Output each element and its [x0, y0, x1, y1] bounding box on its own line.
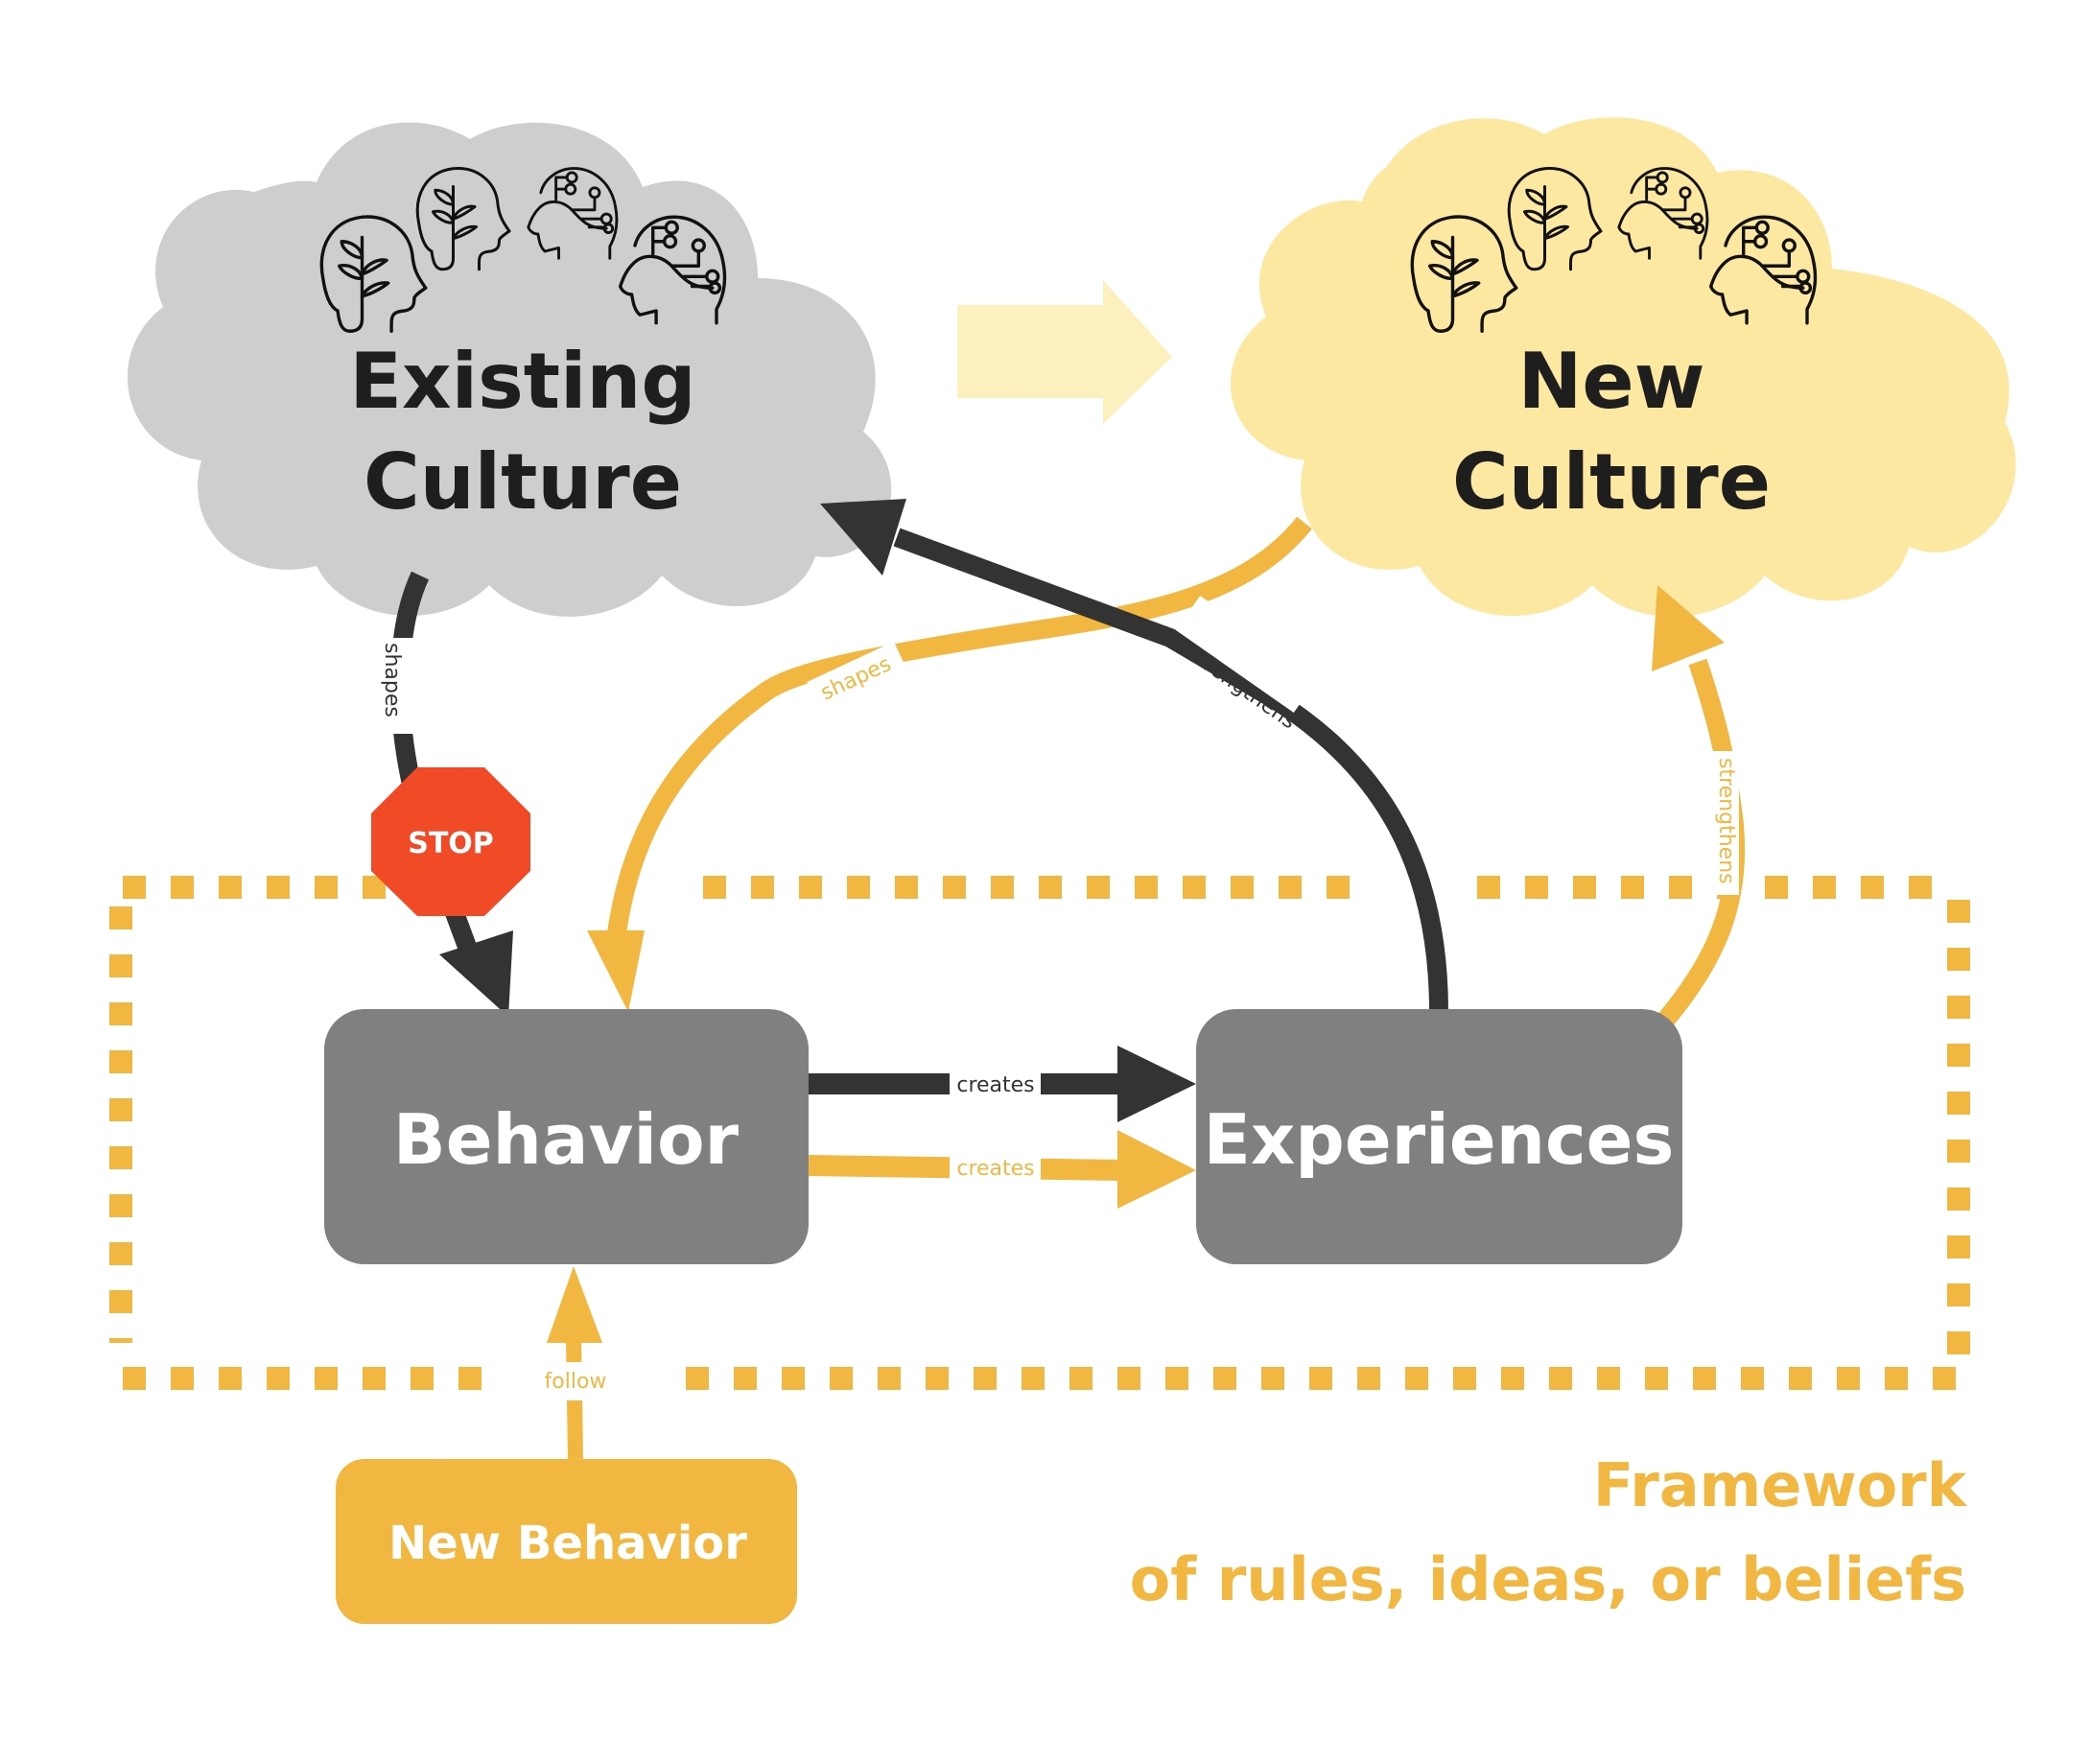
edge-experiences-strengthens-existing: strengthens	[820, 499, 1448, 1013]
new-culture-cloud: New Culture	[1230, 117, 2016, 617]
transition-arrow	[957, 280, 1172, 424]
edge-new-behavior-follow: follow	[537, 1266, 614, 1460]
new-culture-line1: New	[1517, 337, 1704, 426]
edge-label: strengthens	[1714, 758, 1738, 884]
framework-subtitle: of rules, ideas, or beliefs	[1130, 1544, 1966, 1614]
edge-label: follow	[545, 1370, 607, 1394]
behavior-box: Behavior	[324, 1009, 809, 1264]
stop-sign-label: STOP	[408, 827, 494, 860]
new-behavior-label: New Behavior	[388, 1517, 747, 1570]
framework-label: Framework of rules, ideas, or beliefs	[1130, 1450, 1968, 1614]
existing-culture-line1: Existing	[349, 337, 695, 426]
existing-culture-cloud: Existing Culture	[127, 122, 892, 617]
experiences-box: Experiences	[1196, 1009, 1682, 1264]
stop-sign-icon: STOP	[371, 767, 530, 916]
edge-experiences-strengthens-new: strengthens	[1652, 585, 1746, 1028]
edge-label: creates	[956, 1073, 1034, 1097]
framework-title: Framework	[1593, 1450, 1968, 1520]
new-behavior-box: New Behavior	[336, 1459, 797, 1624]
new-culture-line2: Culture	[1452, 437, 1771, 527]
edge-label: creates	[956, 1157, 1034, 1181]
edge-label: shapes	[380, 643, 404, 717]
existing-culture-line2: Culture	[364, 437, 682, 527]
edge-behavior-creates-experiences-dark: creates	[809, 1046, 1196, 1122]
behavior-label: Behavior	[393, 1099, 740, 1180]
edge-behavior-creates-experiences-yellow: creates	[808, 1130, 1196, 1209]
experiences-label: Experiences	[1204, 1099, 1675, 1180]
